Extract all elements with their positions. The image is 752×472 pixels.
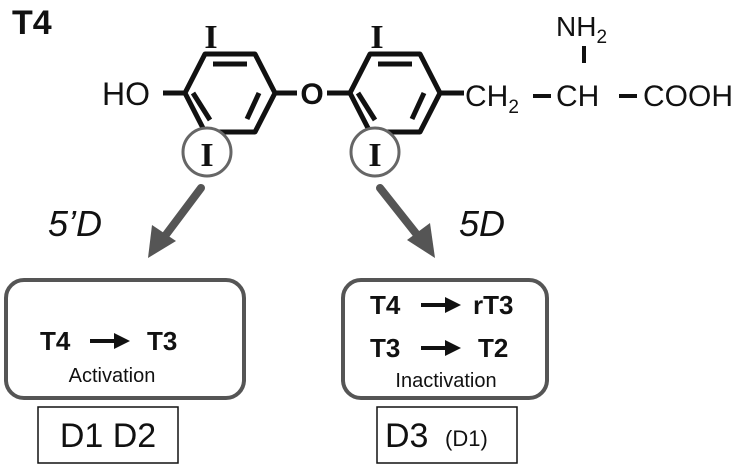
ether-oxygen-label: O <box>300 78 323 111</box>
right-deiodination-arrow <box>376 184 435 258</box>
iodine-5prime-label: I <box>368 137 381 174</box>
inactivating-deiodinase-minor: (D1) <box>445 426 488 451</box>
hydroxyl-label: HO <box>102 76 150 112</box>
left-deiodination-arrow <box>148 184 205 258</box>
activating-deiodinases-box <box>37 406 179 464</box>
ch2-label: CH2 <box>465 80 519 118</box>
title: T4 <box>12 4 52 42</box>
inner-ring-deiodinase-label: 5D <box>459 203 505 244</box>
outer-ring-deiodinase-label: 5’D <box>48 203 102 244</box>
inactivating-deiodinase-main: D3 <box>385 417 428 455</box>
inactivation-reaction-2-to: T2 <box>478 333 508 363</box>
ch-label: CH <box>556 80 599 113</box>
left-iodine-highlight-circle <box>181 126 233 178</box>
inactivating-deiodinases-box <box>376 406 518 464</box>
activation-reaction-to: T3 <box>147 326 177 356</box>
activation-box <box>4 278 246 400</box>
reaction-arrow-icon <box>90 333 130 349</box>
iodine-3prime-label: I <box>370 19 383 56</box>
activating-deiodinases-label: D1 D2 <box>60 417 156 455</box>
inactivation-reaction-1-to: rT3 <box>473 290 513 320</box>
iodine-5-label: I <box>200 137 213 174</box>
left-benzene-ring <box>182 51 278 135</box>
inactivation-box <box>341 278 549 400</box>
right-iodine-highlight-circle <box>349 126 401 178</box>
inactivation-reaction-2-from: T3 <box>370 333 400 363</box>
iodine-3-label: I <box>204 19 217 56</box>
activation-reaction-from: T4 <box>40 326 71 356</box>
amino-label: NH2 <box>556 11 607 48</box>
reaction-arrow-icon <box>421 340 461 356</box>
inactivation-reaction-1-from: T4 <box>370 290 401 320</box>
reaction-arrow-icon <box>421 297 461 313</box>
side-chain-bonds <box>533 46 637 98</box>
activation-label: Activation <box>69 365 156 387</box>
right-benzene-ring <box>347 51 443 135</box>
carboxyl-label: COOH <box>643 80 733 113</box>
inactivation-label: Inactivation <box>395 370 496 392</box>
